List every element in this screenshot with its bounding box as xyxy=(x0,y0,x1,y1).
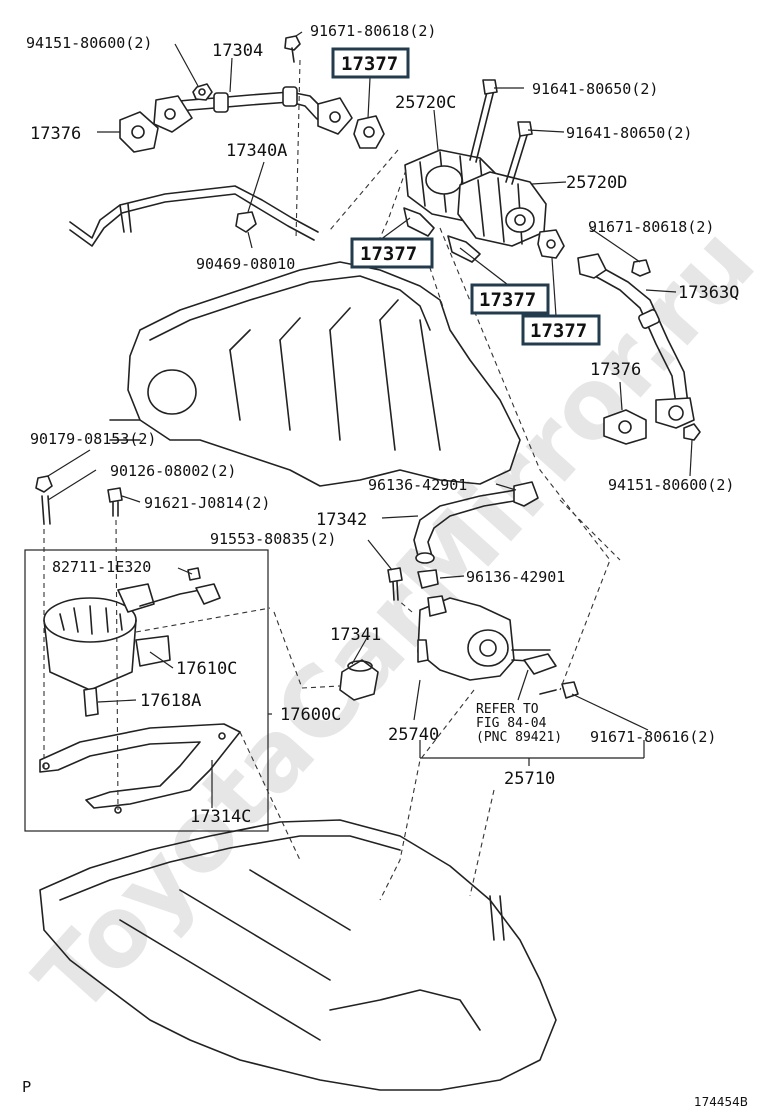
label-17304: 17304 xyxy=(212,41,263,61)
label-25720C: 25720C xyxy=(395,93,456,113)
label-96136-42901-b: 96136-42901 xyxy=(466,568,565,586)
label-17618A: 17618A xyxy=(140,691,201,711)
label-17377-b: 17377 xyxy=(360,243,417,265)
label-17600C: 17600C xyxy=(280,705,341,725)
label-91671-80618-top: 91671-80618(2) xyxy=(310,22,436,40)
hose-17341 xyxy=(339,659,379,701)
label-90469-08010: 90469-08010 xyxy=(196,255,295,273)
refer-line-1: REFER TO xyxy=(476,702,539,717)
gasket-17376-right xyxy=(603,409,647,445)
label-90179-08153: 90179-08153(2) xyxy=(30,430,156,448)
label-17377-c: 17377 xyxy=(479,289,536,311)
nut-90179-08153 xyxy=(35,475,53,493)
connector-82711-1E320 xyxy=(187,567,221,605)
label-17376-left: 17376 xyxy=(30,124,81,144)
connector-bracket xyxy=(523,653,557,675)
refer-line-2: FIG 84-04 xyxy=(476,716,547,731)
valve-25740 xyxy=(417,595,551,681)
label-94151-80600-top: 94151-80600(2) xyxy=(26,34,152,52)
label-17610C: 17610C xyxy=(176,659,237,679)
intake-manifold xyxy=(109,261,521,487)
hose-17340A xyxy=(69,185,319,247)
label-25740: 25740 xyxy=(388,725,439,745)
gaskets-17377-bcd xyxy=(403,207,565,263)
stud-90126-08002 xyxy=(41,495,51,525)
label-17341: 17341 xyxy=(330,625,381,645)
label-17376-right: 17376 xyxy=(590,360,641,380)
air-pump-group-box xyxy=(24,549,269,832)
label-91641-80650-b: 91641-80650(2) xyxy=(566,124,692,142)
air-pipe-17363Q xyxy=(577,253,695,429)
label-91621-J0814: 91621-J0814(2) xyxy=(144,494,270,512)
refer-line-3: (PNC 89421) xyxy=(476,730,562,745)
label-17363Q: 17363Q xyxy=(678,283,739,303)
bolts-91641-80650 xyxy=(469,79,533,185)
label-17340A: 17340A xyxy=(226,141,287,161)
label-96136-42901-a: 96136-42901 xyxy=(368,476,467,494)
label-90126-08002: 90126-08002(2) xyxy=(110,462,236,480)
clip-90469-08010 xyxy=(235,211,257,233)
label-25710: 25710 xyxy=(504,769,555,789)
cushion-17618A xyxy=(83,687,99,717)
label-17314C: 17314C xyxy=(190,807,251,827)
bolt-91671-80618-top xyxy=(284,35,301,63)
label-17377-d: 17377 xyxy=(530,320,587,342)
label-17377-a: 17377 xyxy=(341,53,398,75)
highlight-box-17377-a xyxy=(331,47,410,79)
label-91553-80835: 91553-80835(2) xyxy=(210,530,336,548)
air-pump-17610C xyxy=(43,583,201,691)
label-91671-80616: 91671-80616(2) xyxy=(590,728,716,746)
bolt-91553-80835 xyxy=(387,567,403,601)
label-25720D: 25720D xyxy=(566,173,627,193)
gasket-17377-a xyxy=(353,115,385,149)
label-91641-80650-a: 91641-80650(2) xyxy=(532,80,658,98)
bolt-91621-J0814 xyxy=(107,487,123,517)
bolt-91671-80616 xyxy=(539,681,579,699)
label-94151-80600-right: 94151-80600(2) xyxy=(608,476,734,494)
highlight-box-17377-d xyxy=(521,314,601,346)
part-labels: 94151-80600(2) 17304 91671-80618(2) 1737… xyxy=(26,22,739,827)
page-letter: P xyxy=(22,1078,31,1096)
leader-lines xyxy=(47,31,693,808)
label-82711-1E320: 82711-1E320 xyxy=(52,558,151,576)
valve-25720D xyxy=(457,171,547,247)
nut-94151-80600-right xyxy=(683,423,701,441)
highlight-box-17377-b xyxy=(350,237,434,269)
air-pipe-17304 xyxy=(153,86,353,135)
bracket-17314C xyxy=(39,723,241,814)
gasket-17376-left xyxy=(119,111,159,153)
hose-17342 xyxy=(413,481,539,589)
figure-id: 174454B xyxy=(694,1095,748,1109)
highlight-box-17377-c xyxy=(470,283,550,315)
label-17342: 17342 xyxy=(316,510,367,530)
engine-block xyxy=(39,819,557,1091)
nut-94151-80600-top xyxy=(192,83,213,101)
label-91671-80618-right: 91671-80618(2) xyxy=(588,218,714,236)
bolt-91671-80618-right xyxy=(631,259,651,277)
